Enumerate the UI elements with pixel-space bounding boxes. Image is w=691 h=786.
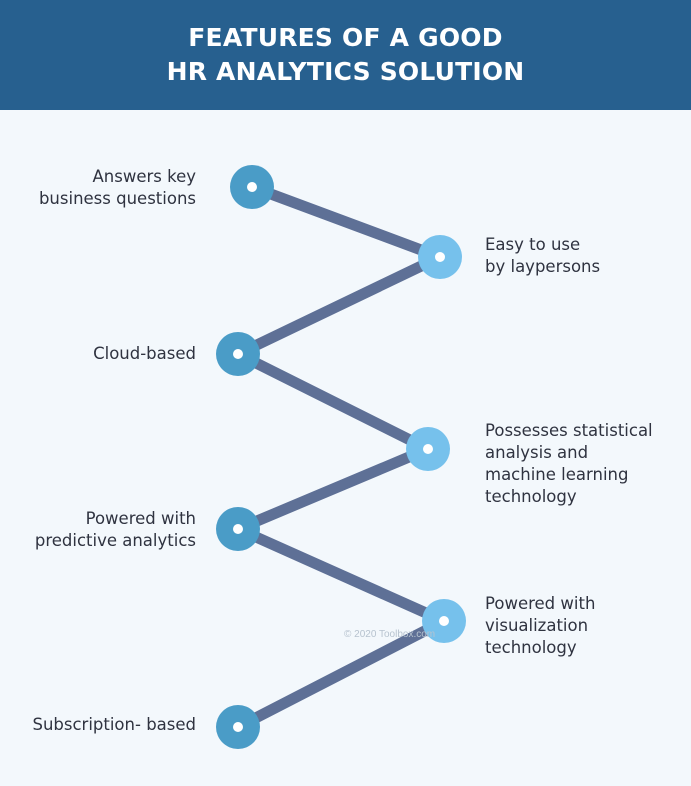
feature-label-4-line-3: machine learning	[485, 465, 629, 484]
node-center-dot-2	[435, 252, 445, 262]
feature-node-5	[216, 507, 260, 551]
connector-segment-3	[232, 348, 434, 455]
feature-label-5-line-2: predictive analytics	[34, 531, 196, 550]
feature-label-2: Easy to use by laypersons	[485, 234, 600, 278]
feature-node-7	[216, 705, 260, 749]
feature-label-6: Powered with visualization technology	[485, 593, 595, 659]
page-title-line-1: FEATURES OF A GOOD	[188, 23, 503, 52]
copyright-watermark: © 2020 Toolbox.com	[344, 629, 436, 640]
feature-label-7-line-1: Subscription- based	[32, 715, 196, 734]
page-title-line-2: HR ANALYTICS SOLUTION	[166, 57, 525, 86]
connector-segment-1	[246, 181, 446, 263]
feature-node-2	[418, 235, 462, 279]
node-center-dot-4	[423, 444, 433, 454]
feature-label-5-line-1: Powered with	[85, 509, 196, 528]
feature-label-1-line-1: Answers key	[92, 167, 197, 186]
feature-label-4: Possesses statistical analysis and machi…	[485, 420, 653, 508]
node-center-dot-5	[233, 524, 243, 534]
feature-label-7: Subscription- based	[32, 714, 196, 736]
feature-label-2-line-2: by laypersons	[485, 257, 601, 276]
connector-segment-4	[232, 443, 434, 535]
feature-label-6-line-2: visualization	[485, 616, 589, 635]
feature-label-6-line-3: technology	[485, 638, 577, 657]
connector-segment-6	[232, 615, 450, 733]
feature-label-1: Answers key business questions	[39, 166, 196, 210]
feature-label-4-line-2: analysis and	[485, 443, 589, 462]
connector-segment-5	[232, 523, 450, 627]
feature-node-3	[216, 332, 260, 376]
node-center-dot-7	[233, 722, 243, 732]
node-center-dot-6	[439, 616, 449, 626]
feature-label-5: Powered with predictive analytics	[35, 508, 196, 552]
feature-label-2-line-1: Easy to use	[485, 235, 581, 254]
feature-node-6	[422, 599, 466, 643]
feature-label-1-line-2: business questions	[38, 189, 196, 208]
feature-node-4	[406, 427, 450, 471]
node-center-dot-3	[233, 349, 243, 359]
header-banner: FEATURES OF A GOOD HR ANALYTICS SOLUTION	[0, 0, 691, 110]
feature-label-4-line-4: technology	[485, 487, 577, 506]
feature-label-4-line-1: Possesses statistical	[485, 421, 653, 440]
connector-lines	[232, 181, 450, 733]
feature-node-1	[230, 165, 274, 209]
node-center-dot-1	[247, 182, 257, 192]
feature-nodes	[216, 165, 466, 749]
feature-label-3-line-1: Cloud-based	[93, 344, 196, 363]
feature-label-3: Cloud-based	[93, 343, 196, 365]
connector-segment-2	[232, 251, 446, 360]
feature-label-6-line-1: Powered with	[485, 594, 596, 613]
